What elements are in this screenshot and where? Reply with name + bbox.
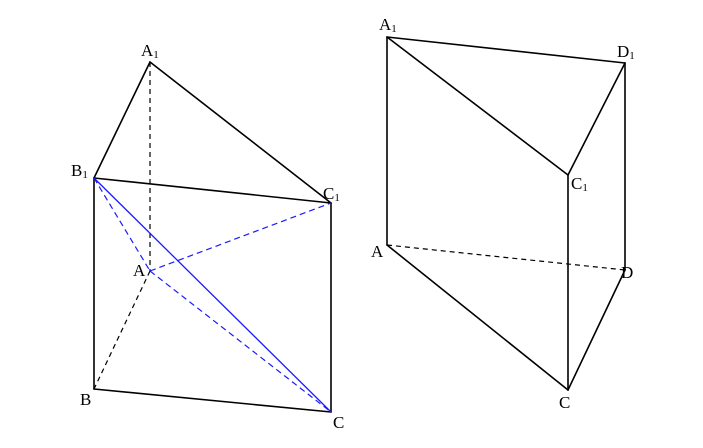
edge-a1-b1 — [93, 61, 151, 179]
edge-a-b-hidden — [93, 270, 151, 390]
label-d1-right: D1 — [617, 42, 635, 62]
label-a-right: A — [371, 242, 384, 261]
label-c-left: C — [333, 413, 344, 432]
label-b1-left: B1 — [71, 161, 88, 181]
left-prism: A1 B1 C1 A B C — [71, 41, 344, 432]
edge-b-c — [93, 388, 332, 413]
right-prism: A1 D1 C1 A D C — [371, 15, 635, 412]
label-a-left: A — [133, 261, 146, 280]
edge-a1-c1 — [149, 61, 332, 204]
label-c-right: C — [559, 393, 570, 412]
edge-a-c — [386, 244, 569, 391]
label-c1-left: C1 — [323, 184, 340, 204]
edge-c-d — [567, 269, 626, 391]
label-c1-right: C1 — [571, 174, 588, 194]
label-a1-left: A1 — [141, 41, 159, 61]
segment-b1-a-hidden — [93, 177, 151, 272]
edge-c1-d1 — [567, 62, 626, 176]
segment-a-c-hidden — [149, 270, 332, 413]
segment-b1-c — [93, 177, 332, 413]
edge-b1-c1 — [93, 177, 332, 204]
label-a1-right: A1 — [379, 15, 397, 35]
segment-a-c1-hidden — [149, 202, 332, 272]
label-b-left: B — [80, 390, 91, 409]
label-d-right: D — [621, 263, 633, 282]
edge-a1-c1 — [386, 36, 569, 176]
edge-a1-d1 — [386, 36, 626, 64]
edge-a-d-hidden — [386, 244, 626, 271]
